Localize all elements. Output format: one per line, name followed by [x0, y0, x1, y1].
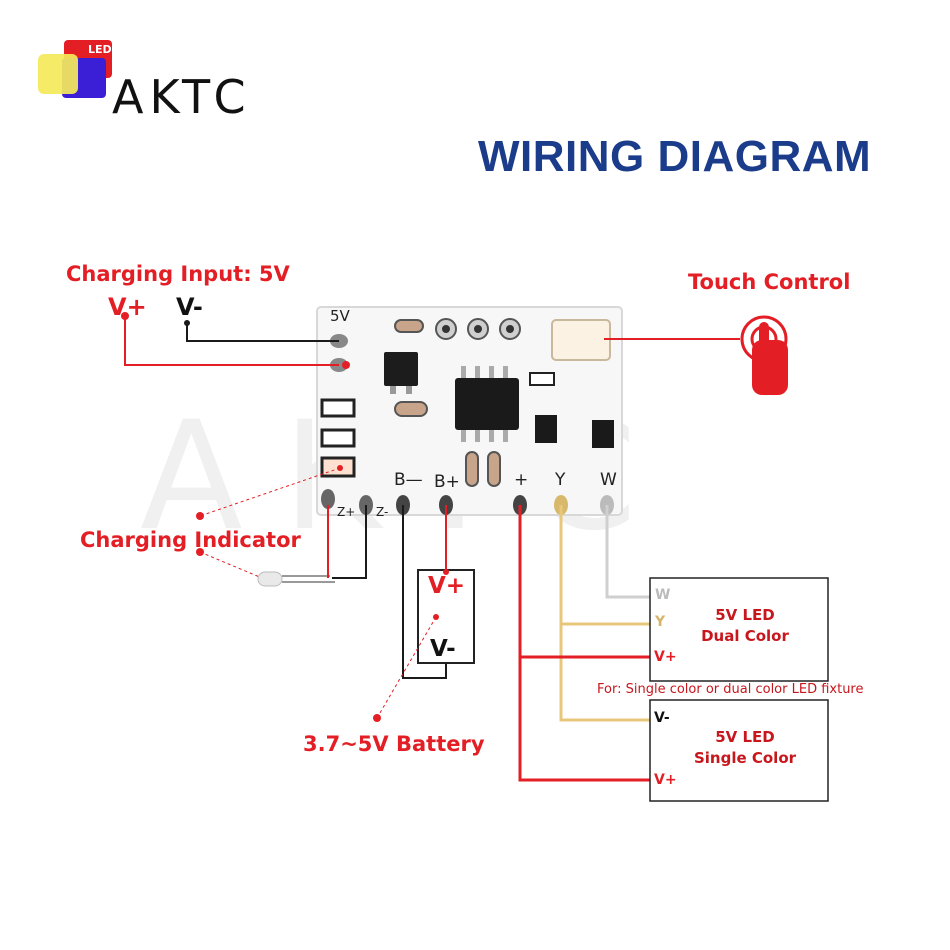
single-color-box [649, 699, 829, 802]
dual-title-1: 5V LED [715, 606, 775, 624]
pin-b-plus-label: B+ [434, 472, 460, 492]
main-ic [455, 378, 519, 430]
smd-102 [529, 372, 555, 386]
wire-b-minus [402, 505, 447, 679]
single-pin-vminus: V- [654, 710, 670, 726]
indicator-dotted-1 [199, 467, 341, 517]
single-title-2: Single Color [693, 749, 797, 767]
charging-indicator-label: Charging Indicator [80, 528, 301, 552]
transistor-2 [592, 420, 614, 448]
battery-label: 3.7~5V Battery [303, 732, 485, 756]
dual-color-box [649, 577, 829, 682]
indicator-led [257, 571, 335, 587]
battery-dotted [376, 616, 437, 719]
fixture-note: For: Single color or dual color LED fixt… [597, 682, 864, 697]
touch-control-label: Touch Control [688, 270, 851, 294]
pin-plus-label: + [514, 470, 529, 490]
single-pin-vplus: V+ [654, 772, 677, 788]
wire-charge-vplus [124, 316, 339, 366]
smd-201 [320, 428, 356, 448]
touch-hand-icon [740, 315, 788, 395]
logo-yellow-square [38, 54, 78, 94]
charging-vplus-label: V+ [108, 293, 147, 321]
transistor-1 [535, 415, 557, 443]
dual-pin-y: Y [655, 614, 666, 630]
charging-input-label: Charging Input: 5V [66, 262, 290, 286]
logo: LED [36, 38, 116, 108]
smd-cap-1 [394, 319, 424, 333]
wire-charge-vminus [186, 321, 339, 342]
logo-badge-text: LED [88, 43, 112, 56]
battery-vplus-label: V+ [428, 573, 466, 599]
wire-y [559, 505, 650, 722]
dual-title-2: Dual Color [701, 627, 789, 645]
smd-cap-3 [465, 451, 479, 487]
pin-w-label: W [600, 470, 617, 490]
wire-w [605, 505, 650, 599]
regulator-chip [384, 352, 418, 386]
battery-box [417, 569, 475, 664]
wire-plus [518, 505, 650, 782]
smd-332 [320, 398, 356, 418]
pin-5v-label: 5V [330, 307, 350, 325]
pin-y-label: Y [555, 470, 566, 490]
page-title: WIRING DIAGRAM [478, 132, 872, 181]
smd-cap-2 [394, 401, 428, 417]
battery-vminus-label: V- [430, 636, 456, 662]
pin-z-minus-label: Z- [376, 505, 389, 519]
single-title-1: 5V LED [715, 728, 775, 746]
pin-z-plus-label: Z+ [337, 505, 356, 519]
pad-z-plus [321, 489, 335, 509]
charging-vminus-label: V- [176, 293, 203, 321]
pin-b-minus-label: B— [394, 470, 423, 490]
wire-z-minus [332, 505, 367, 579]
smd-cap-4 [487, 451, 501, 487]
indicator-dotted-2 [199, 551, 263, 579]
dual-pin-vplus: V+ [654, 649, 677, 665]
touch-connector [551, 319, 611, 361]
logo-wordmark: AKTC [112, 70, 252, 124]
dual-pin-w: W [655, 587, 671, 603]
